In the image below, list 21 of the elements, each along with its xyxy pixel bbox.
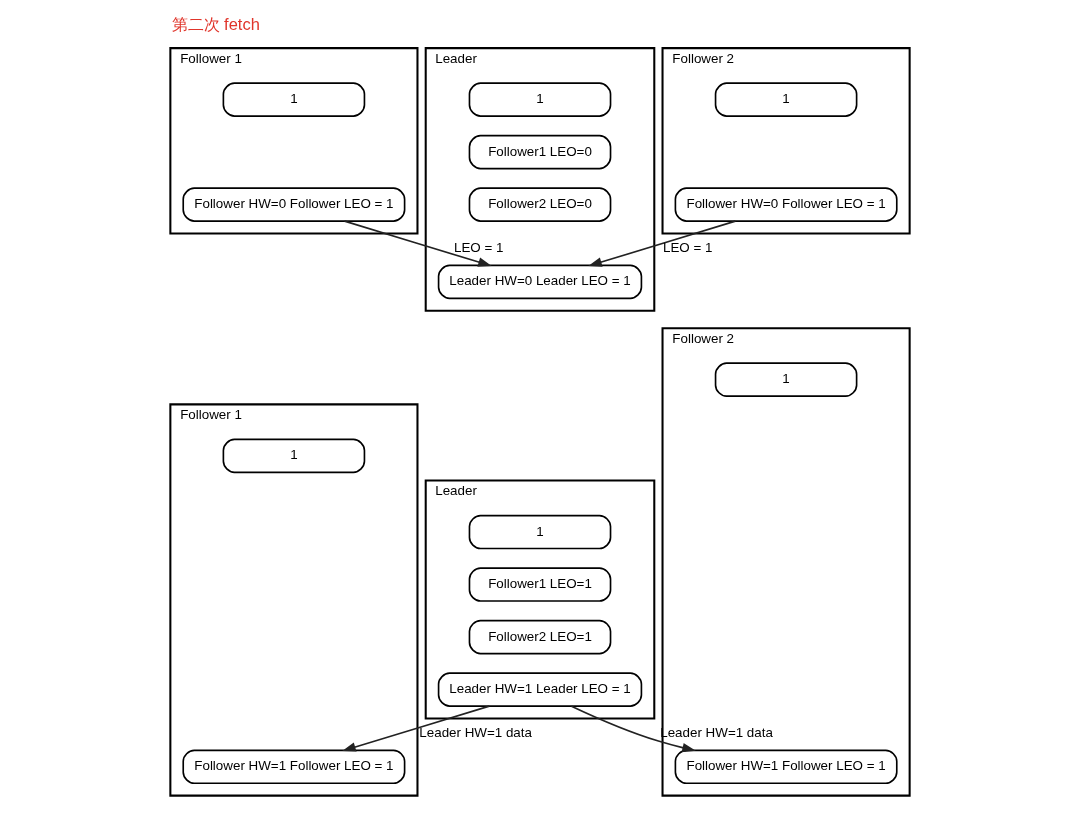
- node-box: Leader HW=1 Leader LEO = 1: [437, 671, 643, 707]
- edge-label: Leader HW=1 data: [419, 724, 532, 740]
- diagram-title: 第二次 fetch: [171, 14, 260, 33]
- node-box: Follower HW=1 Follower LEO = 1: [182, 749, 406, 784]
- node-box: 1: [714, 81, 858, 117]
- node-box: Follower1 LEO=1: [468, 566, 612, 602]
- node-box: Follower HW=1 Follower LEO = 1: [674, 749, 898, 784]
- node-box: 1: [468, 514, 612, 549]
- node-box: Follower1 LEO=0: [468, 134, 612, 169]
- edge-label: LEO = 1: [454, 239, 504, 255]
- node-box: 1: [222, 438, 366, 473]
- node-box: 1: [714, 361, 858, 397]
- node-box: 1: [468, 81, 612, 117]
- node-box: Follower2 LEO=1: [468, 619, 612, 654]
- node-box: Leader HW=0 Leader LEO = 1: [437, 264, 643, 299]
- arrow: [570, 704, 696, 752]
- node-box: Follower HW=0 Follower LEO = 1: [674, 186, 898, 222]
- node-box: Follower HW=0 Follower LEO = 1: [182, 186, 406, 222]
- node-box: Follower2 LEO=0: [468, 186, 612, 222]
- node-box: 1: [222, 81, 366, 117]
- edge-label: LEO = 1: [663, 239, 713, 255]
